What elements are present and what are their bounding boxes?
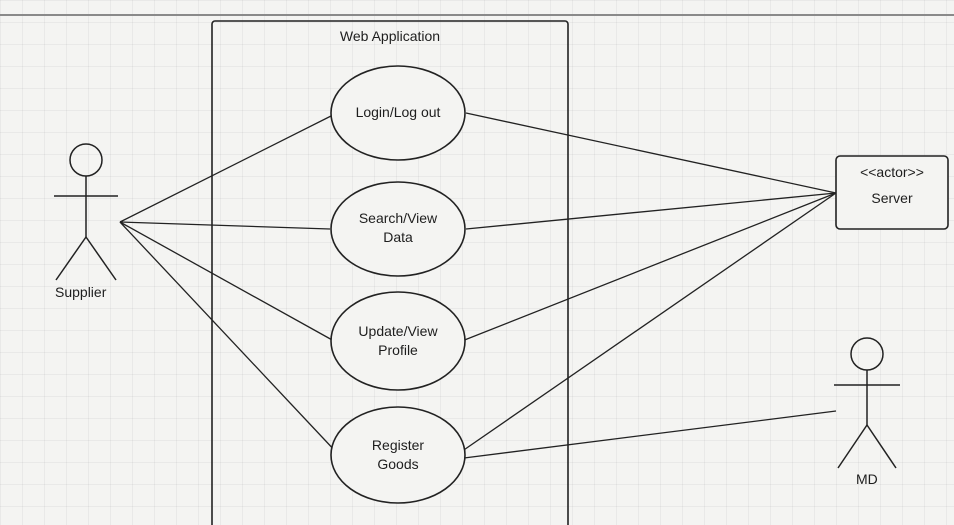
use-case-update[interactable]	[330, 291, 466, 391]
association-login-server	[465, 112, 837, 194]
supplier-actor-figure[interactable]	[54, 143, 118, 281]
use-case-search-label: Search/View Data	[333, 209, 463, 247]
md-head	[850, 337, 884, 371]
use-case-update-line1: Update/View	[358, 323, 438, 339]
use-case-search-line1: Search/View	[358, 210, 438, 226]
association-search-server	[465, 192, 837, 230]
supplier-actor-label: Supplier	[55, 284, 107, 300]
md-actor-label: MD	[856, 471, 878, 487]
use-case-register-label: Register Goods	[333, 436, 463, 474]
use-case-search[interactable]	[330, 181, 466, 277]
use-case-update-line2: Profile	[378, 342, 418, 358]
use-case-register[interactable]	[330, 406, 466, 504]
use-case-login[interactable]	[330, 65, 466, 161]
association-supplier-register	[119, 221, 339, 455]
supplier-head	[69, 143, 103, 177]
supplier-right-leg	[85, 236, 117, 281]
top-divider	[0, 14, 954, 16]
association-register-md	[463, 410, 837, 459]
use-case-login-label: Login/Log out	[333, 103, 463, 122]
supplier-left-leg	[55, 236, 87, 281]
association-register-server	[457, 192, 837, 455]
system-title: Web Application	[339, 28, 441, 44]
supplier-associations	[119, 114, 339, 455]
use-case-register-line1: Register	[371, 437, 425, 453]
server-actor-label: Server	[871, 190, 913, 206]
server-stereotype: <<actor>>	[860, 164, 924, 180]
server-actor-box[interactable]	[835, 155, 949, 230]
association-supplier-search	[119, 221, 331, 230]
association-update-server	[461, 192, 837, 342]
use-case-update-label: Update/View Profile	[333, 322, 463, 360]
system-boundary	[211, 20, 569, 525]
server-associations	[457, 112, 837, 455]
md-right-leg	[866, 424, 897, 469]
use-case-register-line2: Goods	[377, 456, 419, 472]
association-supplier-login	[119, 114, 334, 223]
association-supplier-update	[119, 221, 335, 342]
use-case-search-line2: Data	[383, 229, 413, 245]
md-actor-figure[interactable]	[834, 337, 900, 469]
use-case-login-line1: Login/Log out	[355, 104, 441, 120]
md-left-leg	[837, 424, 868, 469]
